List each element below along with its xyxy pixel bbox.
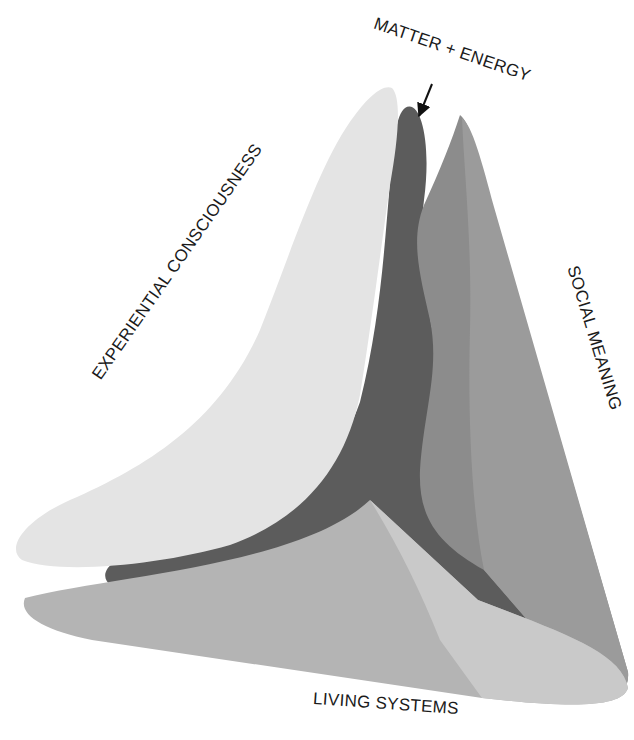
living-systems-facet <box>370 500 628 705</box>
region-label: LIVING SYSTEMS <box>313 689 460 719</box>
living-systems-shape <box>24 500 628 705</box>
region-label: MATTER + ENERGY <box>371 14 533 86</box>
region-label: SOCIAL MEANING <box>563 263 626 412</box>
leader-arrow <box>419 84 432 116</box>
experiential-shape <box>16 87 398 567</box>
region-label: EXPERIENTIAL CONSCIOUSNESS <box>89 140 268 383</box>
